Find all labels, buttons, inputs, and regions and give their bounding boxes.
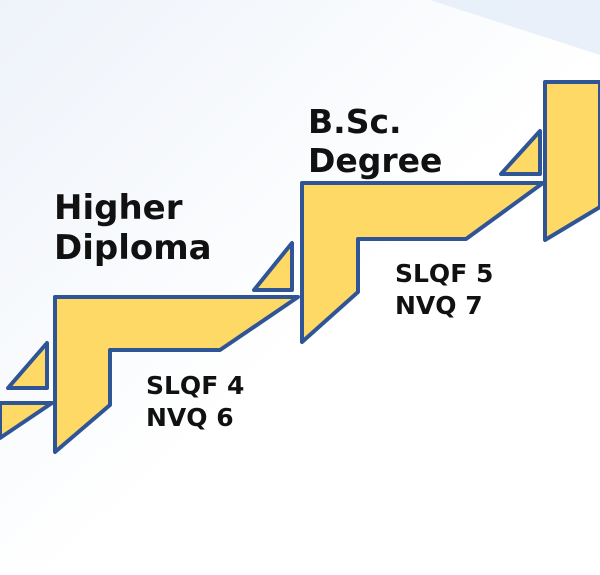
step-level-line: NVQ 7 (395, 291, 483, 320)
step-level-bsc-degree: SLQF 5 NVQ 7 (395, 258, 493, 322)
step-level-line: SLQF 4 (146, 371, 245, 400)
step-level-higher-diploma: SLQF 4 NVQ 6 (146, 370, 244, 434)
step-partial-right (543, 80, 600, 242)
step-title-line: Higher (54, 188, 183, 228)
background-tint-top-right (430, 0, 600, 55)
wedge-bsc-degree (499, 129, 542, 176)
step-higher-diploma (53, 295, 300, 454)
step-level-line: NVQ 6 (146, 403, 234, 432)
step-title-line: Degree (308, 141, 443, 180)
step-title-line: B.Sc. (308, 102, 402, 141)
step-title-line: Diploma (54, 228, 212, 268)
step-partial-left (0, 401, 54, 440)
wedge-higher-diploma (252, 241, 294, 292)
step-title-bsc-degree: B.Sc. Degree (308, 102, 442, 180)
step-level-line: SLQF 5 (395, 259, 494, 288)
wedge-partial-left (6, 341, 49, 390)
step-title-higher-diploma: Higher Diploma (54, 188, 212, 268)
